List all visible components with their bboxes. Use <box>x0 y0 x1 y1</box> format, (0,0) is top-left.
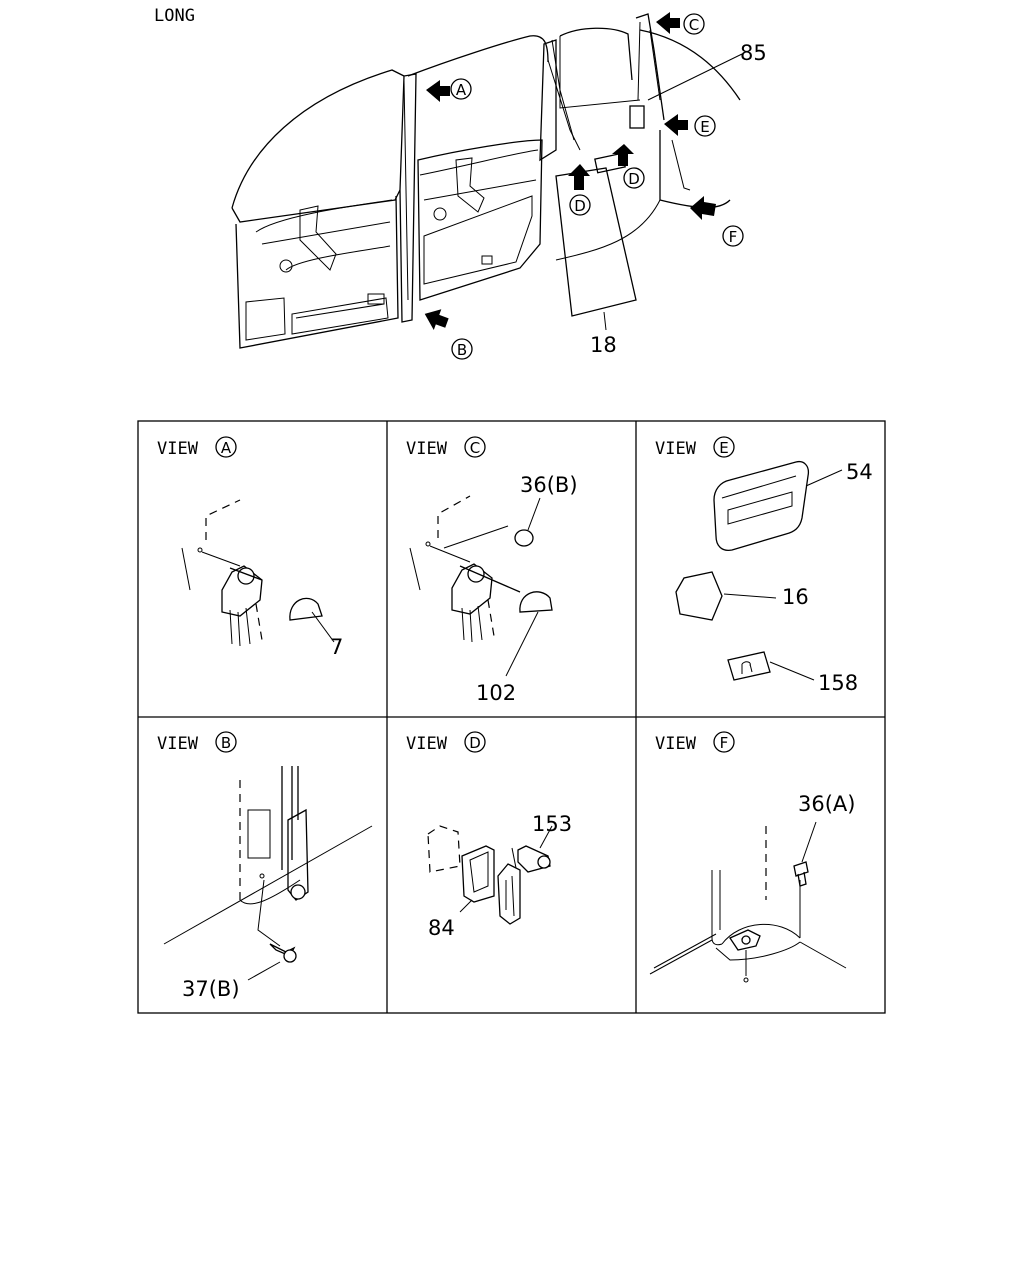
view-b-title: VIEW <box>157 734 199 754</box>
part-label-54: 54 <box>846 460 873 484</box>
view-d-title: VIEW <box>406 734 448 754</box>
svg-text:C: C <box>689 16 699 34</box>
part-label-36b: 36(B) <box>520 473 578 497</box>
variant-label: LONG <box>154 6 195 26</box>
view-grid <box>137 420 886 1014</box>
vehicle-interior-overview <box>231 12 743 349</box>
view-b-panel: VIEW B 37(B) <box>157 731 373 1001</box>
view-e-panel: VIEW E 54 16 158 <box>655 436 873 695</box>
view-a-title: VIEW <box>157 439 199 459</box>
view-e-title: VIEW <box>655 439 697 459</box>
view-a-panel: VIEW A 7 <box>157 436 343 659</box>
svg-text:E: E <box>700 118 709 136</box>
part-label-37b: 37(B) <box>182 977 240 1001</box>
callout-e: E <box>694 115 716 137</box>
part-label-18: 18 <box>590 333 617 357</box>
callout-b: B <box>451 338 473 360</box>
callout-c: C <box>683 13 705 35</box>
part-label-7: 7 <box>330 635 343 659</box>
part-label-102: 102 <box>476 681 516 705</box>
view-b-letter: B <box>221 734 231 752</box>
callout-f: F <box>722 225 744 247</box>
svg-text:F: F <box>729 228 738 246</box>
svg-text:D: D <box>574 197 586 215</box>
part-label-153: 153 <box>532 812 572 836</box>
callout-a: A <box>450 78 472 100</box>
view-e-letter: E <box>719 439 728 457</box>
part-label-85: 85 <box>740 41 767 65</box>
svg-text:A: A <box>456 81 467 99</box>
view-f-title: VIEW <box>655 734 697 754</box>
svg-text:D: D <box>628 170 640 188</box>
view-a-letter: A <box>221 439 232 457</box>
part-label-158: 158 <box>818 671 858 695</box>
part-label-84: 84 <box>428 916 455 940</box>
part-label-16: 16 <box>782 585 809 609</box>
view-f-letter: F <box>720 734 729 752</box>
callout-d-lower: D <box>569 194 591 216</box>
view-d-panel: VIEW D 153 84 <box>406 731 572 940</box>
view-f-panel: VIEW F 36(A) <box>649 731 855 983</box>
svg-text:B: B <box>457 341 467 359</box>
view-c-panel: VIEW C 36(B) 102 <box>406 436 578 705</box>
part-label-36a: 36(A) <box>798 792 855 816</box>
view-c-title: VIEW <box>406 439 448 459</box>
view-c-letter: C <box>470 439 480 457</box>
callout-d-upper: D <box>623 167 645 189</box>
view-d-letter: D <box>469 734 481 752</box>
